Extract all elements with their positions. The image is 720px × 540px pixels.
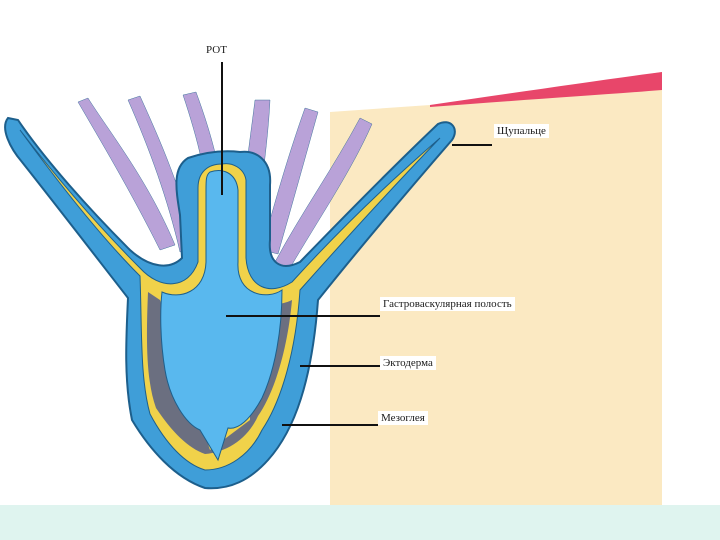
- footer-band: [0, 505, 720, 540]
- tentacles-label: Щупальце: [494, 124, 549, 138]
- gastrovascular-cavity-label: Гастроваскулярная полость: [380, 297, 515, 311]
- mouth-label: РОТ: [206, 44, 227, 56]
- ectoderm-label: Эктодерма: [380, 356, 436, 370]
- mesoglea-label: Мезоглея: [378, 411, 428, 425]
